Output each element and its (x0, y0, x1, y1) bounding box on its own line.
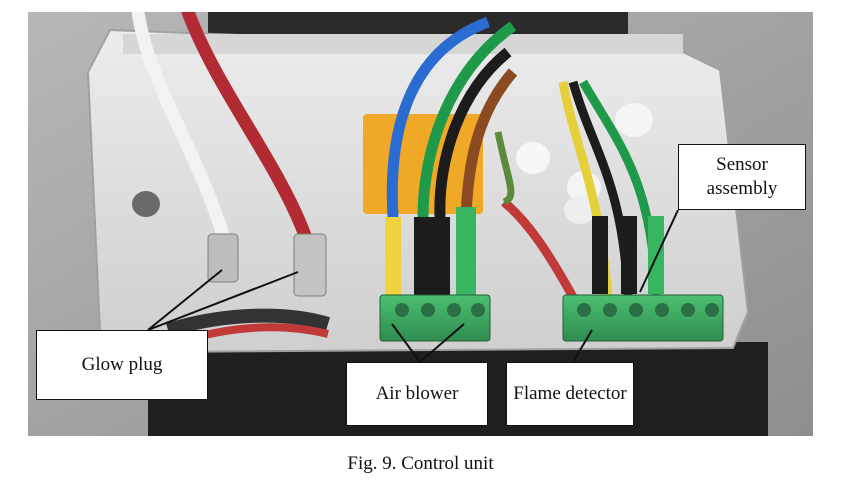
glow-plug-label: Glow plug (81, 354, 163, 375)
terminal-screw (603, 303, 617, 317)
air-blower-leader-line (391, 323, 421, 363)
glow-plug-terminal (207, 233, 239, 283)
rubber-bump (615, 103, 653, 137)
terminal-screw (705, 303, 719, 317)
sensor-leader-line (639, 209, 679, 293)
terminal-screw (421, 303, 435, 317)
air-blower-terminal-block (379, 294, 491, 342)
lower-wire-bundle (165, 308, 331, 337)
glow-plug-terminal (293, 233, 327, 297)
flame-sensor-terminal-block (562, 294, 724, 342)
terminal-screw (629, 303, 643, 317)
terminal-screw (447, 303, 461, 317)
air-blower-wire-green (417, 21, 517, 297)
figure-caption: Fig. 9. Control unit (347, 453, 494, 474)
flame-detector-wire-red (501, 198, 577, 300)
mounting-hole (132, 191, 160, 217)
glow-plug-leader-line (147, 271, 299, 331)
black-sleeve (592, 216, 608, 294)
flame-detector-leader-line (572, 329, 593, 363)
rubber-bump (564, 196, 596, 224)
sensor-assembly-callout: Sensor assembly (678, 144, 806, 210)
glow-plug-leader-line (147, 269, 223, 331)
rubber-bump (516, 142, 550, 174)
green-sleeve (456, 207, 476, 295)
flame-detector-wire-green (494, 131, 515, 206)
air-blower-wire-black (434, 47, 512, 297)
black-sleeve (432, 217, 450, 295)
sensor-assembly-label: Sensor assembly (706, 154, 778, 199)
glow-plug-wire-white (131, 12, 231, 245)
terminal-screw (471, 303, 485, 317)
glow-plug-wire-red (181, 12, 313, 245)
green-sleeve (648, 216, 664, 294)
black-sleeve (414, 217, 432, 295)
air-blower-leader-line (419, 323, 465, 363)
flame-detector-callout: Flame detector (506, 362, 634, 426)
terminal-screw (577, 303, 591, 317)
housing-lip (123, 34, 683, 54)
glow-plug-callout: Glow plug (36, 330, 208, 400)
terminal-screw (681, 303, 695, 317)
air-blower-wire-blue (386, 16, 490, 297)
terminal-screw (655, 303, 669, 317)
flame-detector-label: Flame detector (513, 383, 627, 404)
air-blower-callout: Air blower (346, 362, 488, 426)
air-blower-label: Air blower (375, 383, 459, 404)
yellow-sleeve (385, 217, 401, 295)
black-sleeve (621, 216, 637, 294)
terminal-screw (395, 303, 409, 317)
